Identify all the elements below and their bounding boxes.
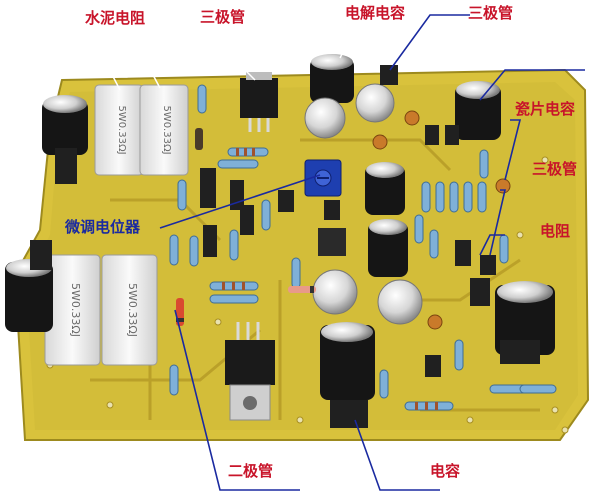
electrolytic-capacitor-c xyxy=(455,81,501,140)
cement-resistor-bottom-left-a: 5W0.33ΩJ xyxy=(44,254,101,366)
small-transistor xyxy=(425,355,441,377)
small-transistor xyxy=(455,240,471,266)
small-transistor xyxy=(278,190,294,212)
cement-resistor-top-left-b: 5W0.33ΩJ xyxy=(139,84,189,176)
small-transistor xyxy=(200,168,216,208)
small-transistor xyxy=(470,278,490,306)
metal-transistor-c xyxy=(312,269,358,315)
small-transistor xyxy=(330,400,368,428)
ceramic-capacitor xyxy=(404,110,420,126)
electrolytic-capacitor-g xyxy=(320,322,375,400)
resistor-cluster-right xyxy=(421,181,487,213)
resistor-marking: 5W0.33ΩJ xyxy=(126,283,139,337)
label-transistor-top-right: 三极管 xyxy=(468,4,514,22)
electrolytic-capacitor-d xyxy=(365,162,405,215)
label-ceramic-capacitor: 瓷片电容 xyxy=(515,100,576,118)
cement-resistor-top-left-a: 5W0.33ΩJ xyxy=(94,84,144,176)
resistor-marking: 5W0.33ΩJ xyxy=(69,283,82,337)
label-diode: 二极管 xyxy=(228,462,274,480)
small-transistor xyxy=(230,180,244,210)
label-resistor: 电阻 xyxy=(540,222,571,240)
ceramic-capacitor xyxy=(427,314,443,330)
electrolytic-capacitor-b xyxy=(310,54,354,103)
resistor-marking: 5W0.33ΩJ xyxy=(116,105,127,154)
small-transistor xyxy=(240,205,254,235)
small-transistor xyxy=(445,125,459,145)
power-transistor-top xyxy=(240,72,278,132)
diode-b xyxy=(288,286,316,293)
label-electrolytic-capacitor: 电解电容 xyxy=(345,4,406,22)
power-transistor-bottom xyxy=(225,322,275,421)
metal-transistor-d xyxy=(377,279,423,325)
leader-lines xyxy=(89,27,356,91)
ic-chip xyxy=(318,228,346,256)
ceramic-capacitor xyxy=(372,134,388,150)
cement-resistor-bottom-left-b: 5W0.33ΩJ xyxy=(101,254,158,366)
electrolytic-capacitor-h xyxy=(495,281,555,355)
small-transistor xyxy=(55,148,77,184)
electrolytic-capacitor-e xyxy=(368,219,408,277)
small-transistor xyxy=(380,65,398,85)
small-transistor xyxy=(324,200,340,220)
metal-transistor-b xyxy=(355,83,395,123)
diode-c xyxy=(195,128,203,150)
small-transistor xyxy=(480,255,496,275)
small-transistor xyxy=(500,340,540,364)
label-trimmer-potentiometer: 微调电位器 xyxy=(65,218,141,236)
resistor-group xyxy=(169,84,557,411)
trimmer-potentiometer xyxy=(304,159,342,197)
ceramic-capacitor xyxy=(495,178,511,194)
label-transistor-right: 三极管 xyxy=(532,160,578,178)
label-capacitor: 电容 xyxy=(430,462,461,480)
small-transistor xyxy=(425,125,439,145)
small-transistor xyxy=(30,240,52,270)
label-cement-resistor: 水泥电阻 xyxy=(85,9,146,27)
small-transistor xyxy=(203,225,217,257)
metal-transistor-a xyxy=(304,97,346,139)
label-transistor-top: 三极管 xyxy=(200,8,246,26)
electrolytic-capacitor-a xyxy=(42,95,88,155)
resistor-marking: 5W0.33ΩJ xyxy=(161,105,172,154)
